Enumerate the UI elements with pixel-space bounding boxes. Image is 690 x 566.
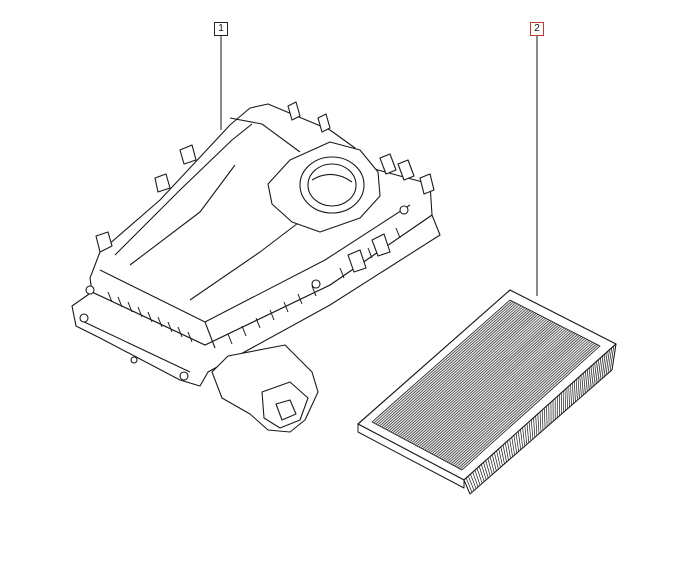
callout-2[interactable]: 2 xyxy=(530,22,544,36)
air-filter-housing[interactable] xyxy=(71,101,441,433)
air-filter-element[interactable] xyxy=(357,289,617,495)
callout-1[interactable]: 1 xyxy=(214,22,228,36)
